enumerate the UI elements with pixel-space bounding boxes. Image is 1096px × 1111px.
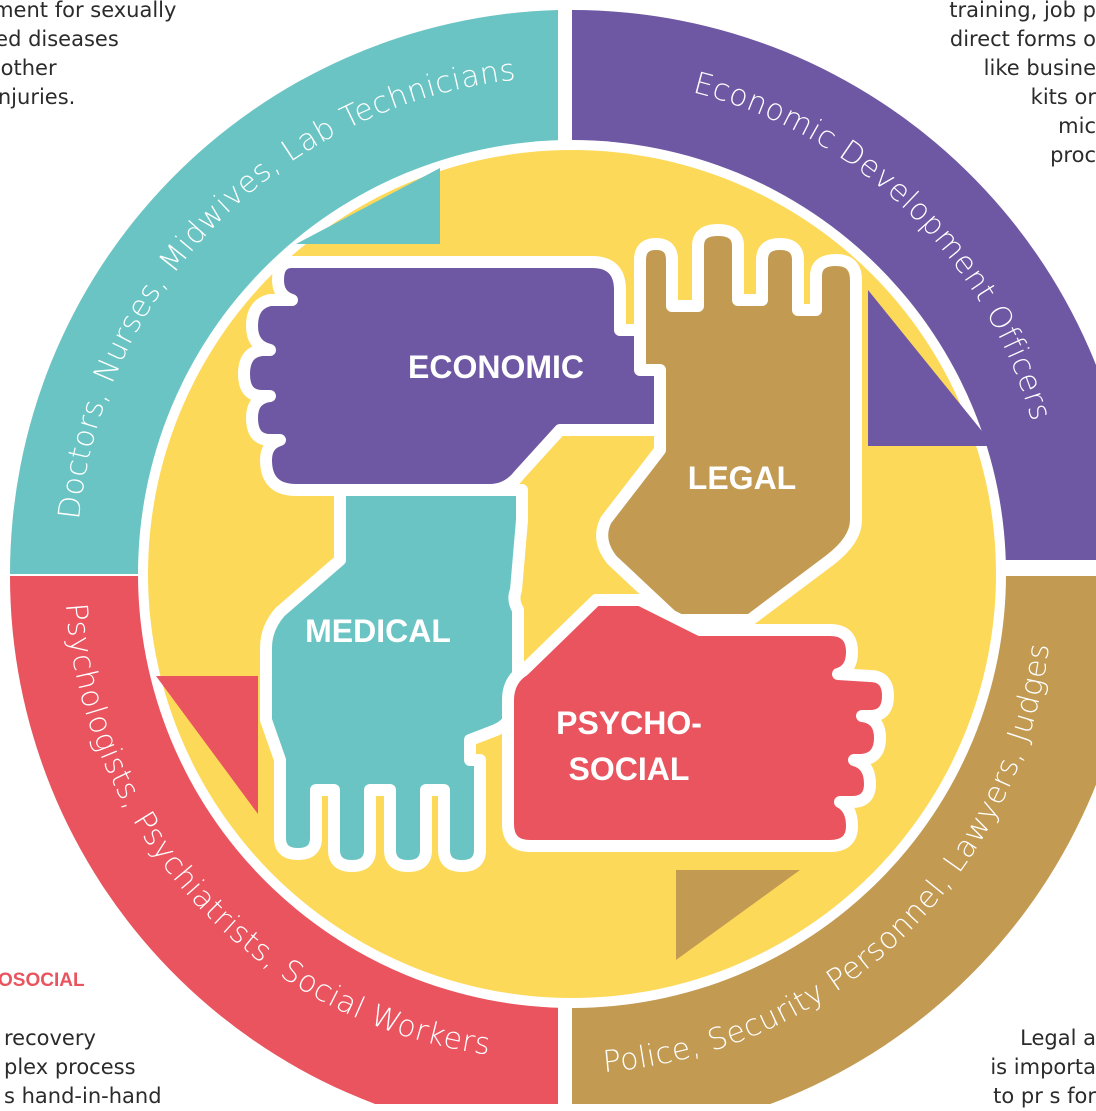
hand-label-psychosocial-line2: SOCIAL: [569, 751, 690, 787]
psychosocial-heading-fragment: OSOCIAL: [0, 970, 85, 991]
economic-description-fragment: training, job p direct forms o like busi…: [949, 0, 1096, 167]
hand-label-psychosocial-line1: PSYCHO-: [556, 705, 702, 741]
psycho-corner-wedge: [156, 676, 258, 814]
psychosocial-hand: [502, 594, 894, 852]
economic-corner-wedge: [868, 290, 994, 446]
medical-corner-wedge: [296, 168, 440, 244]
medical-hand: [260, 484, 528, 872]
hand-label-legal: LEGAL: [688, 460, 796, 496]
hand-label-economic: ECONOMIC: [408, 349, 584, 385]
legal-corner-wedge: [676, 870, 800, 960]
medical-description-fragment: atment for sexually tted diseases r othe…: [0, 0, 177, 109]
hand-label-medical: MEDICAL: [305, 613, 451, 649]
legal-description-fragment: Legal a is importa to pr s for: [990, 1026, 1096, 1108]
legal-hand: [596, 224, 862, 626]
